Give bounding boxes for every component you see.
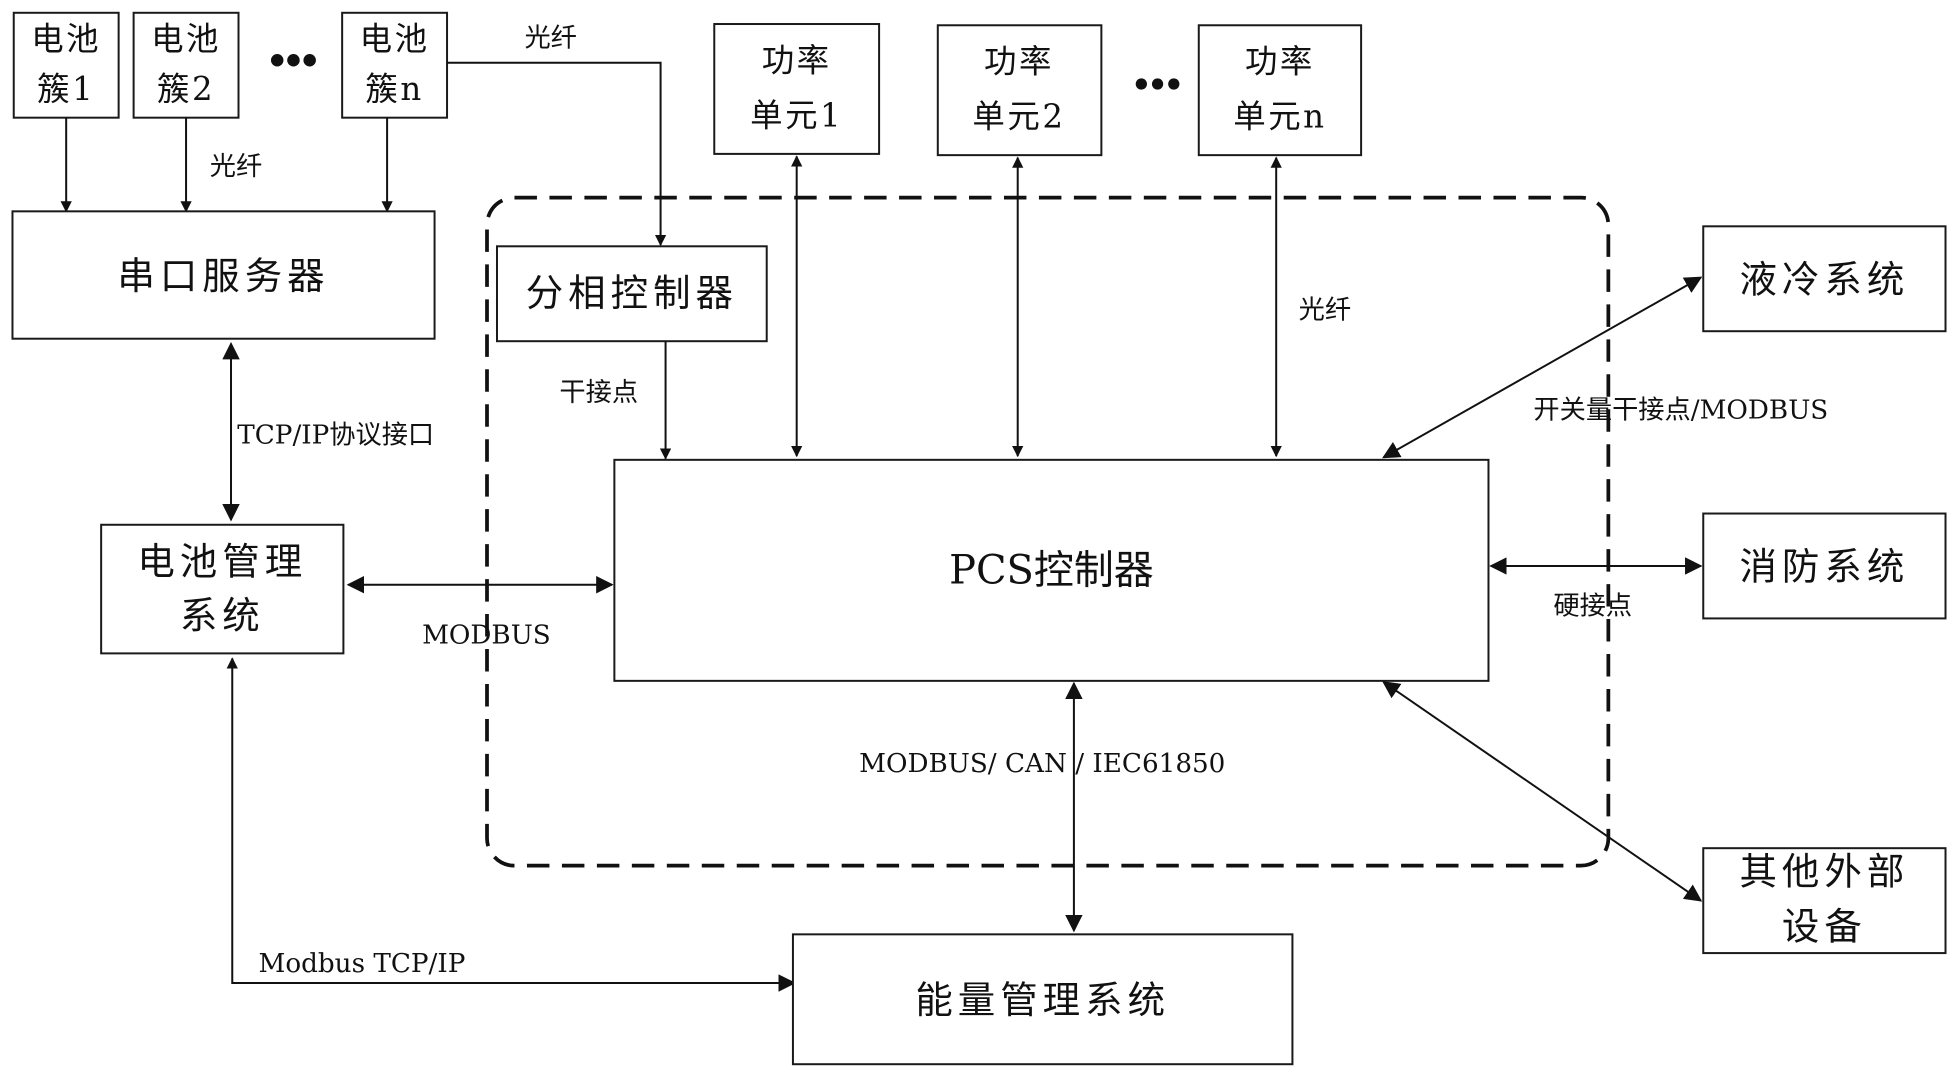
phase-controller-label: 分相控制器 xyxy=(526,271,738,315)
power-unit-1[interactable]: 功率 单元1 xyxy=(713,23,881,155)
battery-cluster-2[interactable]: 电池 簇2 xyxy=(132,11,240,119)
ems-label: 能量管理系统 xyxy=(915,978,1170,1022)
other-devices-line1: 其他外部 xyxy=(1739,849,1909,893)
modbus-bms-label: MODBUS xyxy=(422,620,551,650)
power-unit-2-line1: 功率 xyxy=(984,43,1054,81)
power-unit-n-line1: 功率 xyxy=(1245,43,1315,81)
battery-cluster-2-line1: 电池 xyxy=(151,20,221,58)
serial-server[interactable]: 串口服务器 xyxy=(11,210,436,340)
switch-dry-modbus-label: 开关量干接点/MODBUS xyxy=(1533,396,1828,426)
power-unit-1-line1: 功率 xyxy=(762,41,832,79)
bms-ems-arrow xyxy=(226,657,796,992)
battery-cluster-n-line2: 簇n xyxy=(365,70,423,108)
pcs-controller[interactable]: PCS控制器 xyxy=(613,458,1490,682)
energy-management-system[interactable]: 能量管理系统 xyxy=(791,933,1294,1066)
bms-line2: 系统 xyxy=(180,593,265,637)
battery-cluster-2-line2: 簇2 xyxy=(157,70,215,108)
power-unit-n-line2: 单元n xyxy=(1233,98,1326,136)
tcpip-interface-label: TCP/IP协议接口 xyxy=(237,421,434,451)
battery-cluster-ellipsis xyxy=(270,53,316,67)
battery-management-system[interactable]: 电池管理 系统 xyxy=(100,523,345,655)
other-devices-line2: 设备 xyxy=(1782,904,1867,948)
modbus-tcpip-label: Modbus TCP/IP xyxy=(258,949,465,979)
power-unit-1-line2: 单元1 xyxy=(750,96,843,134)
controller-boundary xyxy=(485,195,1611,868)
fiber-label-top: 光纤 xyxy=(524,24,576,54)
power-unit-n[interactable]: 功率 单元n xyxy=(1197,24,1363,157)
pcs-other-devices-arrow xyxy=(1382,681,1703,902)
battery-cluster-n-line1: 电池 xyxy=(360,20,430,58)
fire-protection-system[interactable]: 消防系统 xyxy=(1702,512,1947,620)
pcs-liquid-cooling-arrow xyxy=(1382,276,1703,459)
liquid-cooling-label: 液冷系统 xyxy=(1739,258,1909,302)
dry-contact-label: 干接点 xyxy=(559,378,638,408)
bms-line1: 电池管理 xyxy=(137,540,307,584)
fiber-label-units: 光纤 xyxy=(1299,296,1351,326)
other-external-devices[interactable]: 其他外部 设备 xyxy=(1702,847,1947,955)
battery-cluster-1-line1: 电池 xyxy=(31,20,101,58)
power-unit-2[interactable]: 功率 单元2 xyxy=(936,24,1103,157)
fiber-label-clusters: 光纤 xyxy=(210,152,262,182)
power-unit-2-line2: 单元2 xyxy=(972,98,1065,136)
hard-contact-label: 硬接点 xyxy=(1553,592,1632,622)
battery-cluster-1[interactable]: 电池 簇1 xyxy=(12,11,120,119)
phase-controller[interactable]: 分相控制器 xyxy=(495,245,768,343)
power-unit-ellipsis xyxy=(1135,78,1180,90)
serial-server-label: 串口服务器 xyxy=(117,254,329,298)
modbus-can-iec-label: MODBUS/ CAN / IEC61850 xyxy=(859,749,1225,779)
clustern-to-phase-arrow xyxy=(447,61,667,247)
battery-cluster-1-line2: 簇1 xyxy=(37,70,95,108)
liquid-cooling-system[interactable]: 液冷系统 xyxy=(1702,225,1947,333)
battery-cluster-n[interactable]: 电池 簇n xyxy=(341,11,449,119)
fire-protection-label: 消防系统 xyxy=(1739,545,1909,589)
pcs-controller-label: PCS控制器 xyxy=(949,547,1154,593)
